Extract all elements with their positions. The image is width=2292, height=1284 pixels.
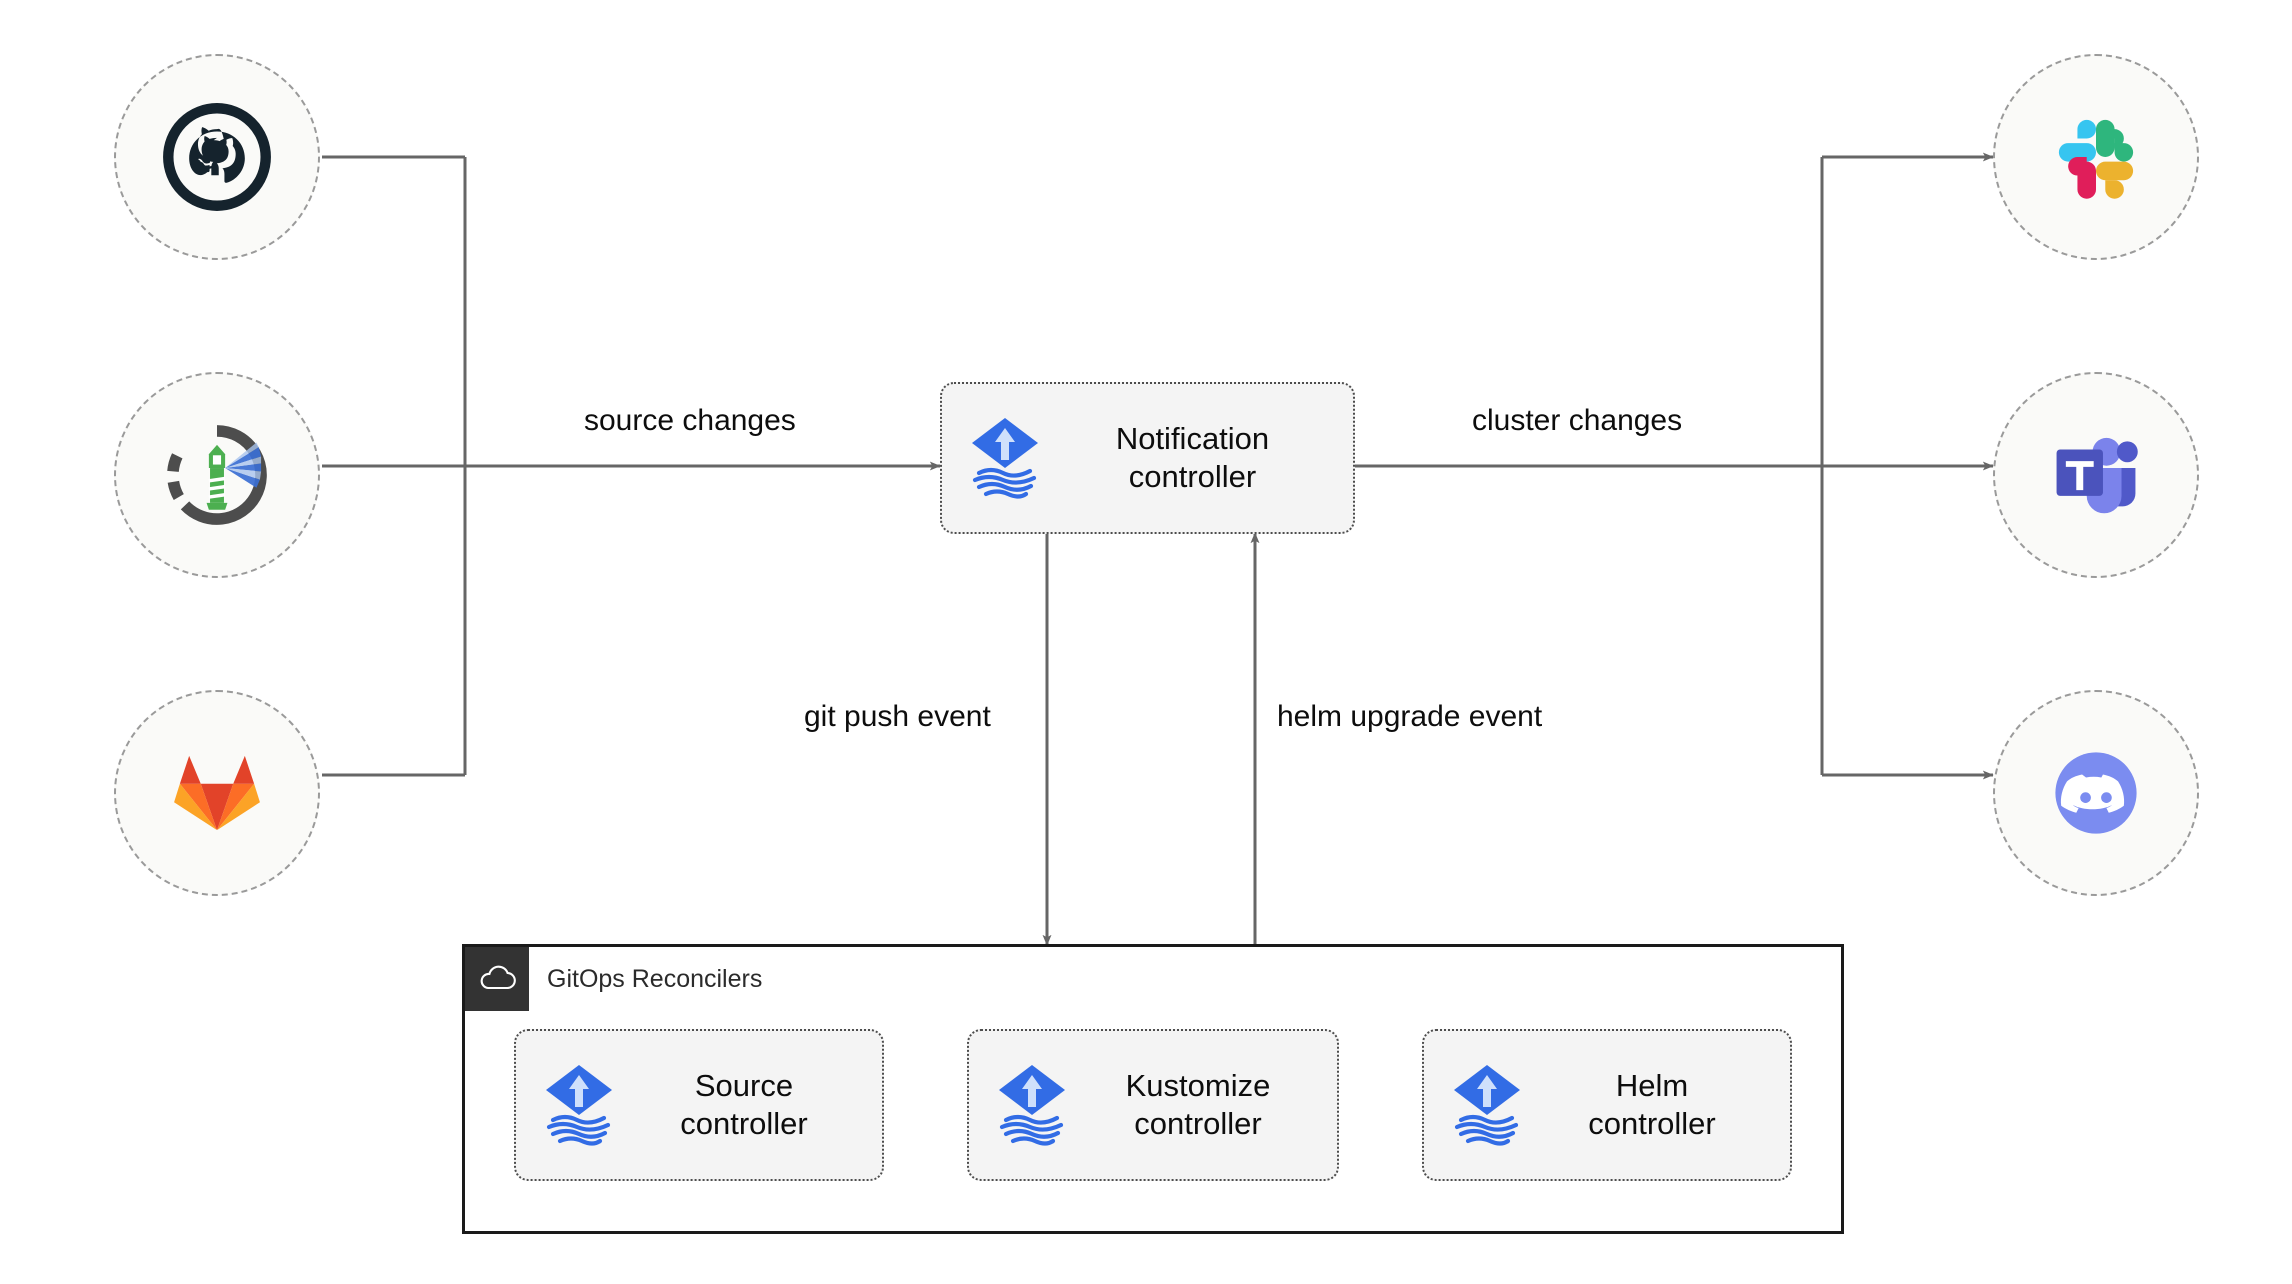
source-controller-label: Source controller [680, 1067, 808, 1141]
flux-logo-icon [546, 1065, 612, 1146]
gitlab-icon [174, 755, 260, 831]
edge-label-source-changes: source changes [584, 404, 796, 437]
slack-icon [2058, 119, 2134, 199]
destination-node-teams[interactable] [1993, 372, 2199, 578]
notification-controller-label: Notification controller [1115, 420, 1270, 494]
helm-controller-box[interactable]: Helm controller [1422, 1029, 1792, 1181]
microsoft-teams-icon [2056, 437, 2138, 514]
edge-label-cluster-changes: cluster changes [1472, 404, 1683, 437]
container-title: GitOps Reconcilers [547, 965, 763, 993]
edge-label-helm-upgrade-event: helm upgrade event [1277, 700, 1543, 733]
source-node-gitlab[interactable] [114, 690, 320, 896]
flux-logo-icon [999, 1065, 1065, 1146]
discord-icon [2055, 752, 2137, 834]
flux-logo-icon [1454, 1065, 1520, 1146]
notification-controller-box[interactable]: Notification controller [940, 382, 1355, 534]
flux-logo-icon [972, 418, 1038, 499]
source-node-flux[interactable] [114, 372, 320, 578]
edge-label-git-push-event: git push event [804, 700, 991, 733]
cloud-icon [480, 965, 516, 990]
kustomize-controller-label: Kustomize controller [1125, 1067, 1271, 1141]
github-icon [163, 103, 271, 211]
source-controller-box[interactable]: Source controller [514, 1029, 884, 1181]
helm-controller-label: Helm controller [1588, 1067, 1716, 1141]
source-node-github[interactable] [114, 54, 320, 260]
container-badge [465, 947, 529, 1011]
destination-node-slack[interactable] [1993, 54, 2199, 260]
flux-lighthouse-icon [167, 425, 267, 525]
kustomize-controller-box[interactable]: Kustomize controller [967, 1029, 1339, 1181]
destination-node-discord[interactable] [1993, 690, 2199, 896]
